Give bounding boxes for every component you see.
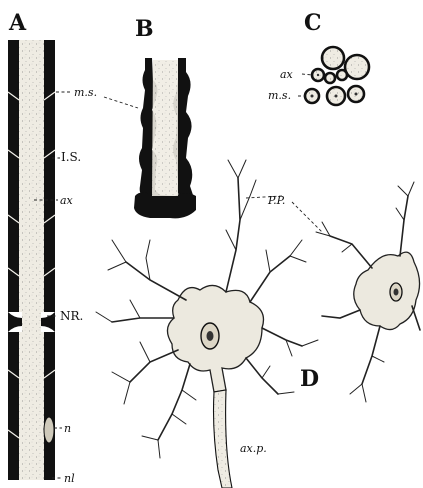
label-n: n: [64, 422, 71, 435]
label-ax-c: ax: [280, 68, 294, 81]
label-pp: P.P.: [267, 194, 285, 207]
label-is: I.S.: [61, 150, 81, 164]
label-nr: NR.: [60, 309, 83, 323]
panel-b-sheath-fragments: B: [104, 16, 196, 218]
label-ms-a: m.s.: [74, 86, 97, 99]
neuron-large: [96, 160, 318, 488]
panel-a-nerve-fiber: [8, 40, 72, 480]
axon-upper: [19, 40, 44, 312]
myelin-sheath-right-upper: [44, 40, 55, 312]
panel-label-c: C: [304, 10, 322, 36]
label-ms-c: m.s.: [268, 89, 291, 102]
label-nl: nl: [64, 472, 75, 485]
axon-lower: [19, 332, 44, 480]
axon-process: [214, 390, 233, 488]
label-ax-a: ax: [60, 194, 74, 207]
panel-c-cross-sections: C: [298, 10, 369, 105]
neurilemma-nucleus: [44, 417, 54, 443]
axon-fragment: [152, 60, 178, 196]
panel-label-d: D: [300, 366, 319, 392]
sheath-bottom-cup: [134, 192, 196, 218]
myelin-sheath-left-upper: [8, 40, 19, 312]
neuron-small-cell-body: [354, 252, 420, 329]
neuron-small: [316, 182, 420, 402]
panel-label-a: A: [8, 10, 27, 36]
panel-label-b: B: [135, 16, 154, 42]
myelin-sheath-right-lower: [44, 332, 55, 480]
myelin-sheath-left-lower: [8, 332, 19, 480]
label-axp: ax.p.: [240, 442, 267, 455]
